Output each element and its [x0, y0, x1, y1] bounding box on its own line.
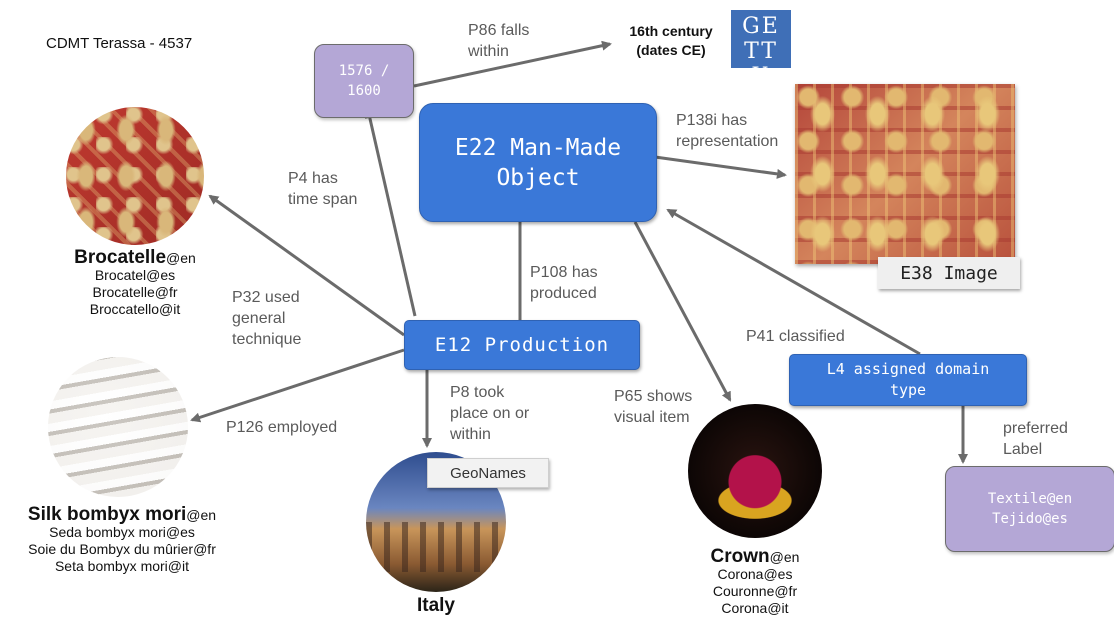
brocatelle-lang: @en: [166, 250, 196, 266]
brocatelle-alt-it: Broccatello@it: [89, 301, 181, 317]
edge-label-p65: P65 shows visual item: [614, 388, 693, 426]
image-label-text: E38 Image: [900, 262, 998, 284]
silk-image: [48, 357, 188, 497]
crown-name: Crown: [710, 546, 770, 567]
edge-label-p32: P32 used general technique: [232, 289, 302, 348]
arrow-p65: [633, 221, 732, 402]
crown-lang: @en: [769, 549, 800, 565]
italy-name: Italy: [416, 595, 456, 616]
silk-lang: @en: [186, 507, 217, 523]
arrow-p126: [190, 348, 405, 423]
silk-alt-fr: Soie du Bombyx du mûrier@fr: [28, 541, 216, 557]
brocatelle-caption: Brocatelle@en Brocatel@es Brocatelle@fr …: [40, 247, 230, 318]
geonames-badge: GeoNames: [427, 458, 549, 488]
crown-caption: Crown@en Corona@es Couronne@fr Corona@it: [680, 546, 830, 617]
arrow-p86: [413, 40, 612, 88]
man-made-object-node[interactable]: E22 Man-Made Object: [419, 103, 657, 222]
crown-image: [688, 404, 822, 538]
preferred-label-node[interactable]: Textile@en Tejido@es: [945, 466, 1114, 552]
domain-type-node[interactable]: L4 assigned domain type: [789, 354, 1027, 406]
getty-logo: GETTY: [731, 10, 791, 89]
italy-caption: Italy: [376, 595, 496, 616]
getty-logo-text: GETTY: [742, 14, 780, 89]
preferred-label-text: Textile@en Tejido@es: [987, 491, 1073, 527]
timespan-node[interactable]: 1576 / 1600: [314, 44, 414, 118]
geonames-text: GeoNames: [450, 464, 526, 482]
timespan-node-label: 1576 / 1600: [338, 63, 390, 99]
brocatelle-image: [66, 107, 204, 245]
silk-name: Silk bombyx mori: [27, 504, 187, 525]
domain-type-label: L4 assigned domain type: [826, 360, 990, 399]
silk-alt-it: Seta bombyx mori@it: [54, 558, 190, 574]
arrow-p41: [666, 208, 921, 356]
edge-label-p86: P86 falls within: [468, 22, 530, 60]
crown-alt-it: Corona@it: [721, 600, 789, 616]
edge-label-p41: P41 classified: [746, 328, 845, 345]
getty-period-label: 16th century (dates CE): [629, 23, 713, 58]
crown-alt-es: Corona@es: [717, 566, 793, 582]
production-node[interactable]: E12 Production: [404, 320, 640, 370]
crown-alt-fr: Couronne@fr: [712, 583, 798, 599]
production-label: E12 Production: [434, 334, 610, 356]
edge-label-p138i: P138i has representation: [676, 112, 779, 150]
arrow-p4: [364, 108, 417, 317]
silk-alt-es: Seda bombyx mori@es: [49, 524, 195, 540]
arrow-p138i: [654, 155, 787, 179]
arrow-p32: [208, 194, 405, 337]
image-label: E38 Image: [878, 257, 1020, 289]
edge-label-p8: P8 took place on or within: [450, 384, 530, 443]
edge-label-p108: P108 has produced: [530, 264, 598, 302]
brocatelle-name: Brocatelle: [74, 247, 167, 268]
brocatelle-alt-fr: Brocatelle@fr: [92, 284, 178, 300]
document-title: CDMT Terassa - 4537: [46, 35, 193, 52]
brocatelle-alt-es: Brocatel@es: [94, 267, 176, 283]
man-made-object-label: E22 Man-Made Object: [454, 134, 622, 191]
edge-label-p4: P4 has time span: [288, 170, 358, 208]
textile-image: [795, 84, 1015, 264]
edge-label-preferred: preferred Label: [1003, 420, 1068, 458]
edge-label-p126: P126 employed: [226, 419, 338, 436]
silk-caption: Silk bombyx mori@en Seda bombyx mori@es …: [2, 504, 242, 575]
